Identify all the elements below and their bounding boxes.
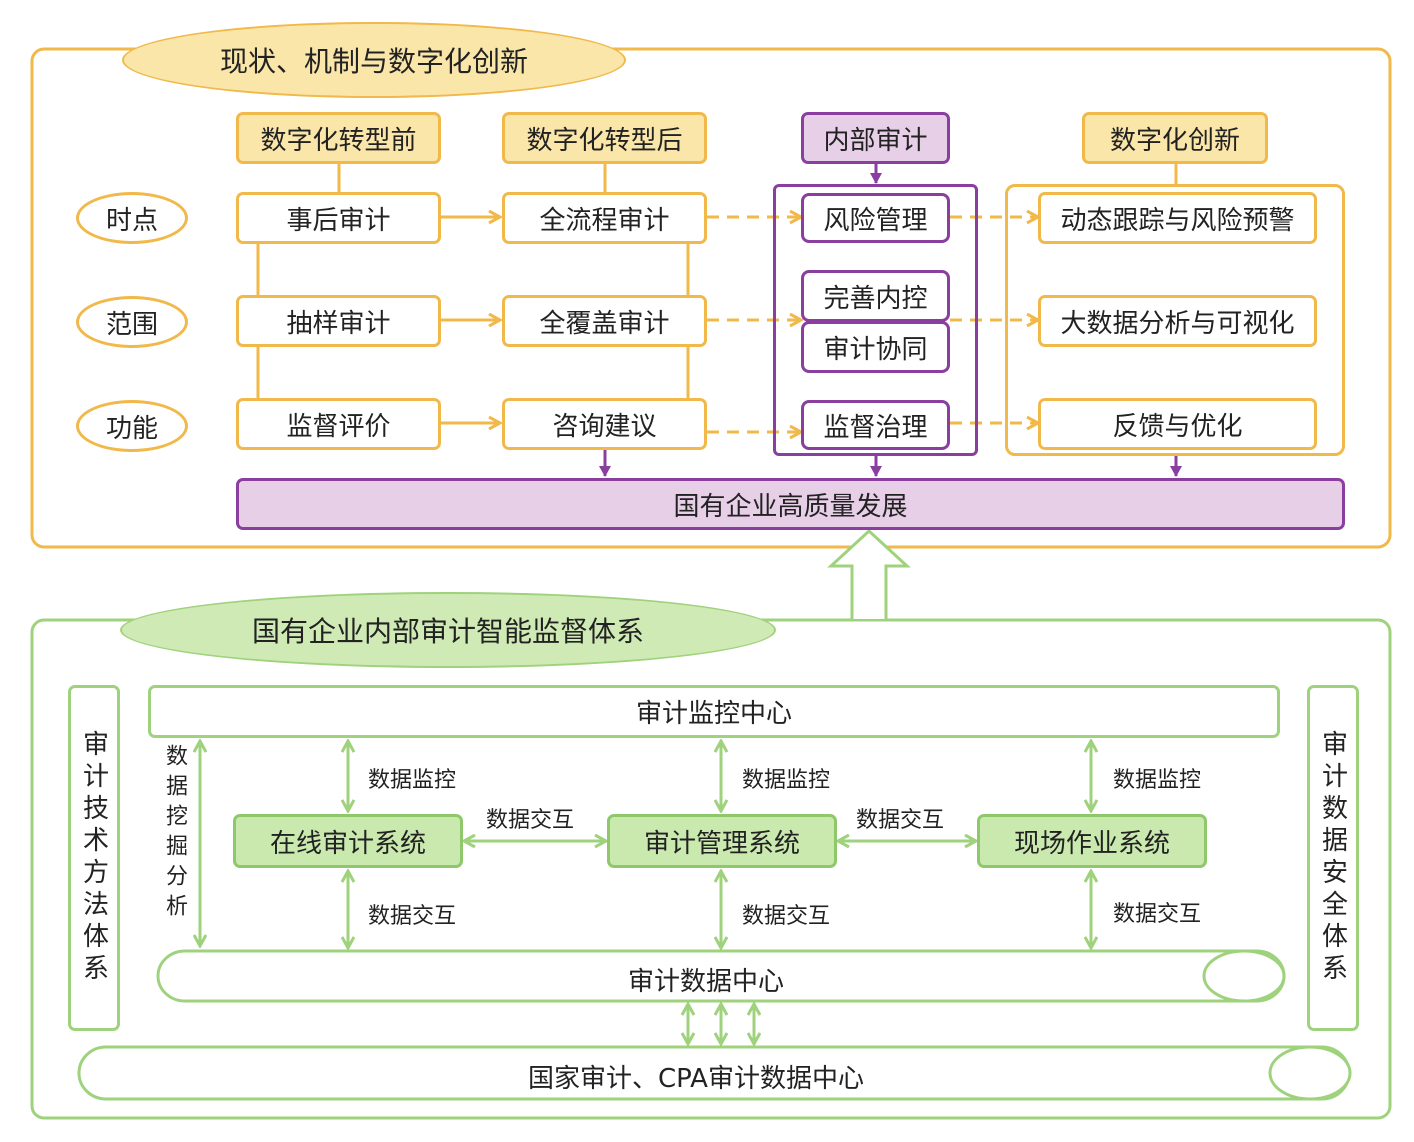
edge-label-exchange-management-field: 数据交互 xyxy=(856,808,945,833)
before-timing-box: 事后审计 xyxy=(236,192,441,244)
row-label-function: 功能 xyxy=(76,400,188,452)
after-function-box: 咨询建议 xyxy=(502,398,707,450)
after-scope-box: 全覆盖审计 xyxy=(502,295,707,347)
edge-label-monitor-field: 数据监控 xyxy=(1113,768,1202,793)
header-internal-audit: 内部审计 xyxy=(801,112,950,164)
edge-label-exchange-online-management: 数据交互 xyxy=(486,808,575,833)
row-label-timing: 时点 xyxy=(76,192,188,244)
internal-audit-collaboration: 审计协同 xyxy=(801,321,950,373)
after-timing-box: 全流程审计 xyxy=(502,192,707,244)
edge-label-exchange-field-datacenter: 数据交互 xyxy=(1113,902,1202,927)
before-function-box: 监督评价 xyxy=(236,398,441,450)
header-digital-innovation: 数字化创新 xyxy=(1082,112,1268,164)
goal-high-quality-development: 国有企业高质量发展 xyxy=(236,478,1345,530)
audit-data-security-system: 审计数据安全体系 xyxy=(1307,685,1359,1031)
header-before-transformation: 数字化转型前 xyxy=(236,112,441,164)
field-operation-system: 现场作业系统 xyxy=(977,814,1207,868)
internal-audit-group xyxy=(773,184,978,456)
before-scope-box: 抽样审计 xyxy=(236,295,441,347)
innovation-dynamic-tracking: 动态跟踪与风险预警 xyxy=(1038,192,1317,244)
audit-management-system: 审计管理系统 xyxy=(607,814,837,868)
internal-control-improvement: 完善内控 xyxy=(801,270,950,322)
innovation-big-data-analysis: 大数据分析与可视化 xyxy=(1038,295,1317,347)
innovation-feedback-optimization: 反馈与优化 xyxy=(1038,398,1317,450)
online-audit-system: 在线审计系统 xyxy=(233,814,463,868)
bottom-section-title: 国有企业内部审计智能监督体系 xyxy=(120,592,776,668)
edge-label-monitor-management: 数据监控 xyxy=(742,768,831,793)
national-cpa-audit-data-center: 国家审计、CPA审计数据中心 xyxy=(528,1064,864,1094)
audit-monitoring-center: 审计监控中心 xyxy=(148,685,1280,738)
audit-technology-method-system: 审计技术方法体系 xyxy=(68,685,120,1031)
top-section-title: 现状、机制与数字化创新 xyxy=(122,22,626,98)
internal-risk-management: 风险管理 xyxy=(801,193,950,243)
internal-supervision-governance: 监督治理 xyxy=(801,400,950,450)
innovation-group xyxy=(1005,184,1345,456)
audit-data-center: 审计数据中心 xyxy=(628,967,785,997)
header-after-transformation: 数字化转型后 xyxy=(502,112,707,164)
row-label-scope: 范围 xyxy=(76,296,188,348)
edge-label-exchange-online-datacenter: 数据交互 xyxy=(368,904,457,929)
edge-label-exchange-management-datacenter: 数据交互 xyxy=(742,904,831,929)
data-mining-label: 数据挖掘分析 xyxy=(162,744,187,924)
edge-label-monitor-online: 数据监控 xyxy=(368,768,457,793)
